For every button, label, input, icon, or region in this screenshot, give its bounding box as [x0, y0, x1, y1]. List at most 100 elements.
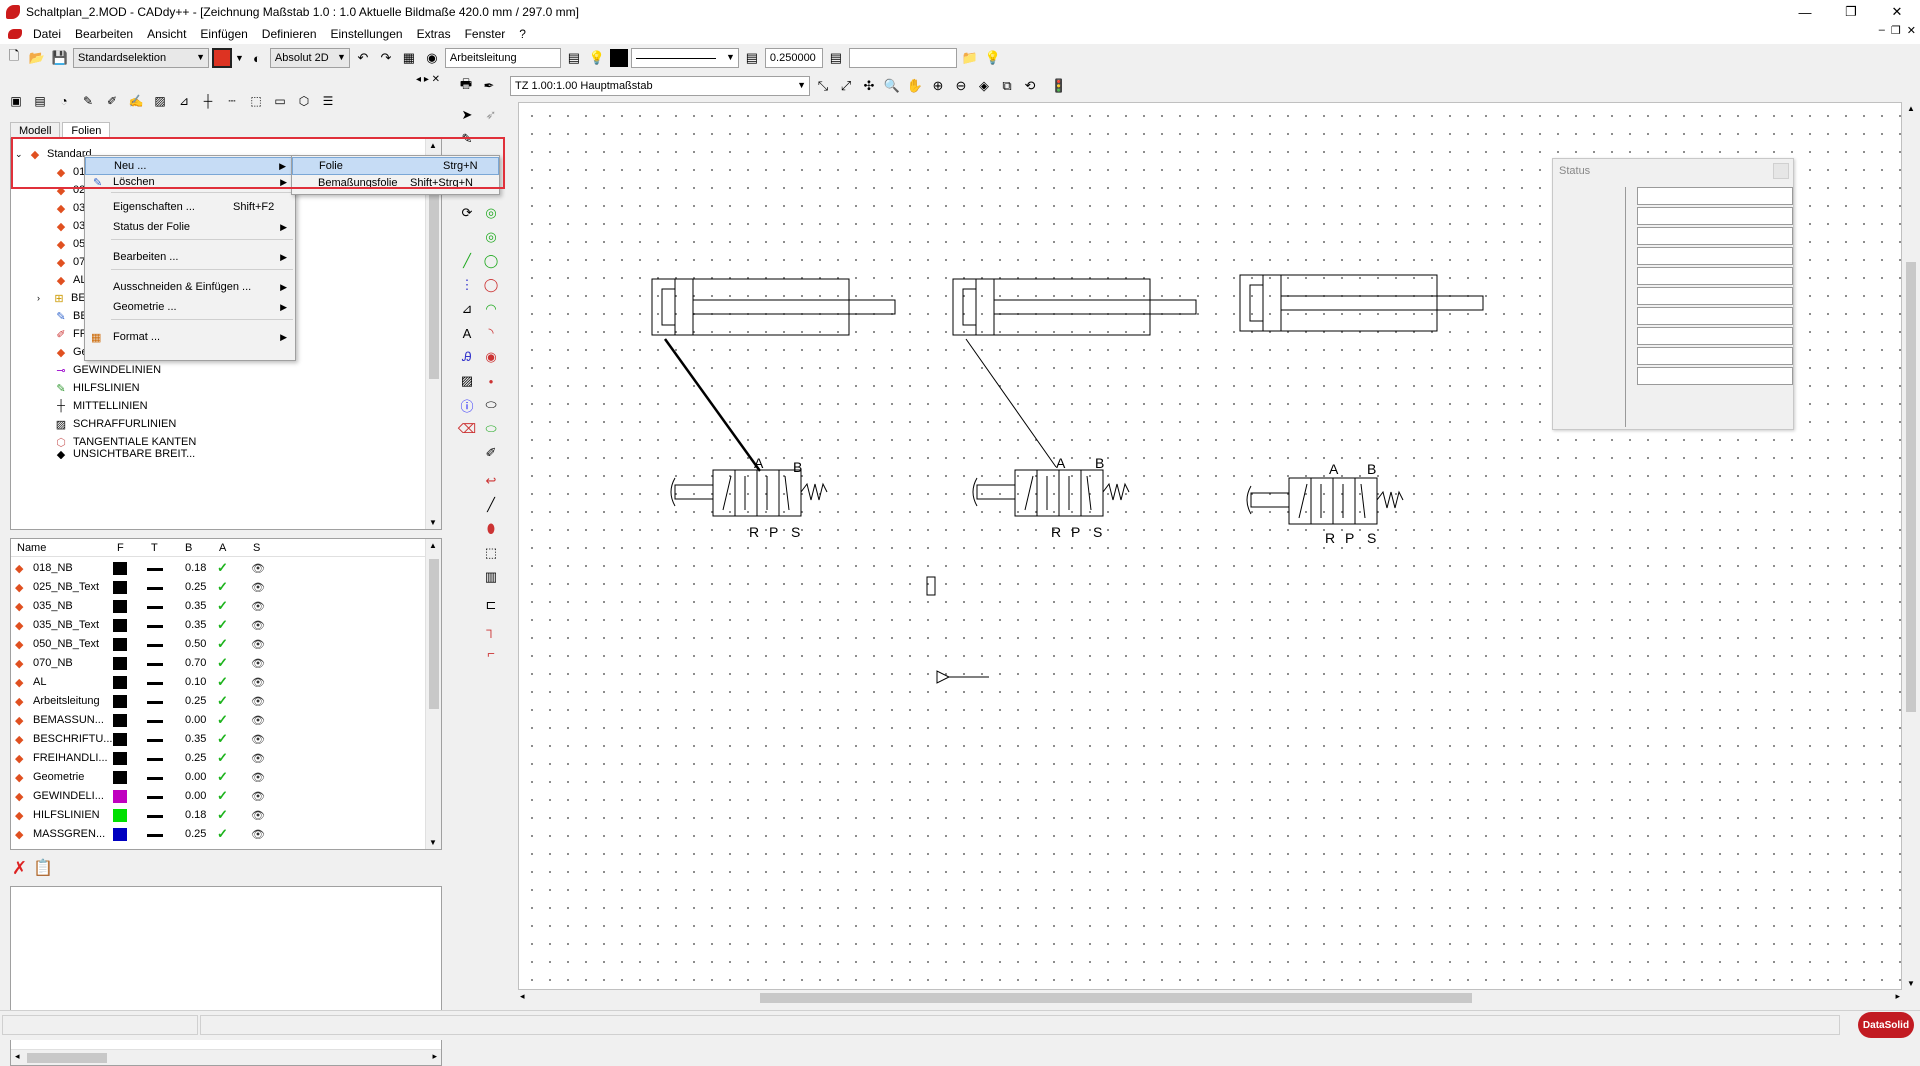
tree-item[interactable]: ◆03: [53, 199, 85, 217]
visible-eye-icon[interactable]: 👁: [251, 639, 265, 651]
col-name[interactable]: Name: [17, 541, 47, 554]
bulb-icon-2[interactable]: 💡: [984, 50, 1002, 65]
redo-icon[interactable]: ↷: [380, 50, 392, 65]
col-a[interactable]: A: [219, 541, 227, 554]
block-icon[interactable]: ▭: [274, 94, 286, 108]
layer-pen-icon[interactable]: ✐: [485, 445, 497, 460]
ctx-ausschneiden[interactable]: Ausschneiden & Einfügen ...▶: [113, 281, 287, 293]
active-check-icon[interactable]: ✓: [217, 655, 228, 670]
visible-eye-icon[interactable]: 👁: [251, 715, 265, 727]
dimension-icon[interactable]: ⊿: [178, 94, 190, 108]
tree-root[interactable]: ⌄ ◆ Standard: [15, 145, 92, 163]
layer-color-swatch[interactable]: [113, 695, 127, 708]
tree-item[interactable]: ✎BE: [53, 307, 87, 325]
cube-icon[interactable]: ⬚: [250, 94, 262, 108]
brush-icon[interactable]: ✍: [128, 94, 144, 108]
layer-linetype[interactable]: [147, 815, 163, 818]
delete-layer-icon[interactable]: ✗: [12, 858, 28, 878]
save-icon[interactable]: 💾: [51, 50, 69, 65]
layer-stack-icon-2[interactable]: ▤: [745, 50, 759, 65]
zoom-fit-icon[interactable]: ⤢: [840, 78, 852, 93]
visible-eye-icon[interactable]: 👁: [251, 810, 265, 822]
layer-linetype[interactable]: [147, 625, 163, 628]
info-icon[interactable]: ⓘ: [460, 398, 474, 414]
cylinder-2[interactable]: [952, 278, 1197, 336]
layer-linetype[interactable]: [147, 682, 163, 685]
layer-color-swatch[interactable]: [113, 676, 127, 689]
active-check-icon[interactable]: ✓: [217, 769, 228, 784]
circle-5-icon[interactable]: ◉: [485, 349, 497, 364]
ellipse-2-icon[interactable]: ⬭: [485, 421, 497, 436]
layer-row[interactable]: ◆GEWINDELI...0.00✓👁: [11, 787, 421, 806]
layer-color-swatch[interactable]: [113, 828, 127, 841]
layer-linetype[interactable]: [147, 701, 163, 704]
tree-item[interactable]: ⊸GEWINDELINIEN: [53, 361, 161, 379]
print-icon[interactable]: 🖶: [459, 76, 473, 91]
layer-linetype[interactable]: [147, 758, 163, 761]
ctx-status-folie[interactable]: Status der Folie▶: [113, 221, 287, 233]
layer-linetype[interactable]: [147, 587, 163, 590]
cylinder-3[interactable]: [1239, 274, 1484, 332]
layer-color-swatch[interactable]: [113, 619, 127, 632]
arc-tool-icon[interactable]: ◠: [485, 301, 497, 316]
maximize-button[interactable]: ❐: [1845, 4, 1857, 19]
mdi-restore-icon[interactable]: ❐: [1890, 25, 1901, 37]
submenu-folie[interactable]: Folie Strg+N: [292, 157, 499, 175]
zoom-ext-icon[interactable]: ✣: [863, 78, 875, 93]
valve-2[interactable]: [972, 469, 1130, 517]
drop-tool-icon[interactable]: ⬮: [486, 521, 496, 536]
chamfer-tool-icon[interactable]: ⌐: [487, 645, 495, 661]
view-icon[interactable]: ◉: [426, 50, 438, 65]
active-check-icon[interactable]: ✓: [217, 598, 228, 613]
tree-item[interactable]: ◆07: [53, 253, 85, 271]
active-check-icon[interactable]: ✓: [217, 807, 228, 822]
canvas-vscroll[interactable]: ▲ ▼: [1902, 102, 1920, 990]
layer-color-swatch[interactable]: [113, 600, 127, 613]
line-type-select[interactable]: ▼: [630, 48, 739, 68]
menu-help[interactable]: ?: [519, 27, 526, 41]
col-f[interactable]: F: [117, 541, 124, 554]
ctx-format[interactable]: ▦ Format ...▶: [91, 331, 287, 344]
collapse-icon[interactable]: ⌄: [15, 148, 23, 159]
tree-item[interactable]: ◆AL: [53, 271, 87, 289]
tree-item[interactable]: ⬡TANGENTIALE KANTEN: [53, 433, 196, 451]
layer-color-swatch[interactable]: [113, 581, 127, 594]
active-check-icon[interactable]: ✓: [217, 674, 228, 689]
tree-item[interactable]: ◆05: [53, 235, 85, 253]
tree-item[interactable]: ✎HILFSLINIEN: [53, 379, 139, 397]
3d-icon[interactable]: ⬡: [298, 94, 310, 108]
layer-row[interactable]: ◆BEMASSUN...0.00✓👁: [11, 711, 421, 730]
canvas-hscroll[interactable]: ◂ ▸: [518, 990, 1902, 1006]
diagonal-tool-icon[interactable]: ╱: [487, 497, 495, 512]
text-field[interactable]: [848, 48, 957, 68]
close-button[interactable]: ✕: [1891, 4, 1903, 19]
layer-linetype[interactable]: [147, 720, 163, 723]
valve-3[interactable]: [1246, 477, 1404, 525]
arrow-symbol[interactable]: [936, 670, 989, 684]
tree-item[interactable]: ◆Ge: [53, 343, 88, 361]
snap-icon[interactable]: ◐: [252, 50, 261, 66]
frame-tool-icon[interactable]: ⊏: [485, 597, 497, 612]
hatch-icon[interactable]: ▨: [154, 94, 166, 108]
visible-eye-icon[interactable]: 👁: [251, 563, 265, 575]
layer-linetype[interactable]: [147, 644, 163, 647]
visible-eye-icon[interactable]: 👁: [251, 601, 265, 613]
layer-color-swatch[interactable]: [113, 752, 127, 765]
layer-linetype[interactable]: [147, 834, 163, 837]
visible-eye-icon[interactable]: 👁: [251, 620, 265, 632]
active-check-icon[interactable]: ✓: [217, 617, 228, 632]
visible-eye-icon[interactable]: 👁: [251, 791, 265, 803]
layer-linetype[interactable]: [147, 777, 163, 780]
cylinder-1[interactable]: [651, 278, 896, 336]
zoom-box-icon[interactable]: 🔍: [883, 78, 901, 93]
circle-center-icon[interactable]: ◎: [485, 205, 497, 220]
active-check-icon[interactable]: ✓: [217, 788, 228, 803]
ctx-geometrie[interactable]: Geometrie ...▶: [113, 301, 287, 313]
undo-icon[interactable]: ↶: [357, 50, 369, 65]
visible-eye-icon[interactable]: 👁: [251, 658, 265, 670]
drawing-canvas[interactable]: A B R P S A B R P S A B R P S: [518, 102, 1902, 990]
bulb-icon[interactable]: 💡: [588, 50, 606, 65]
